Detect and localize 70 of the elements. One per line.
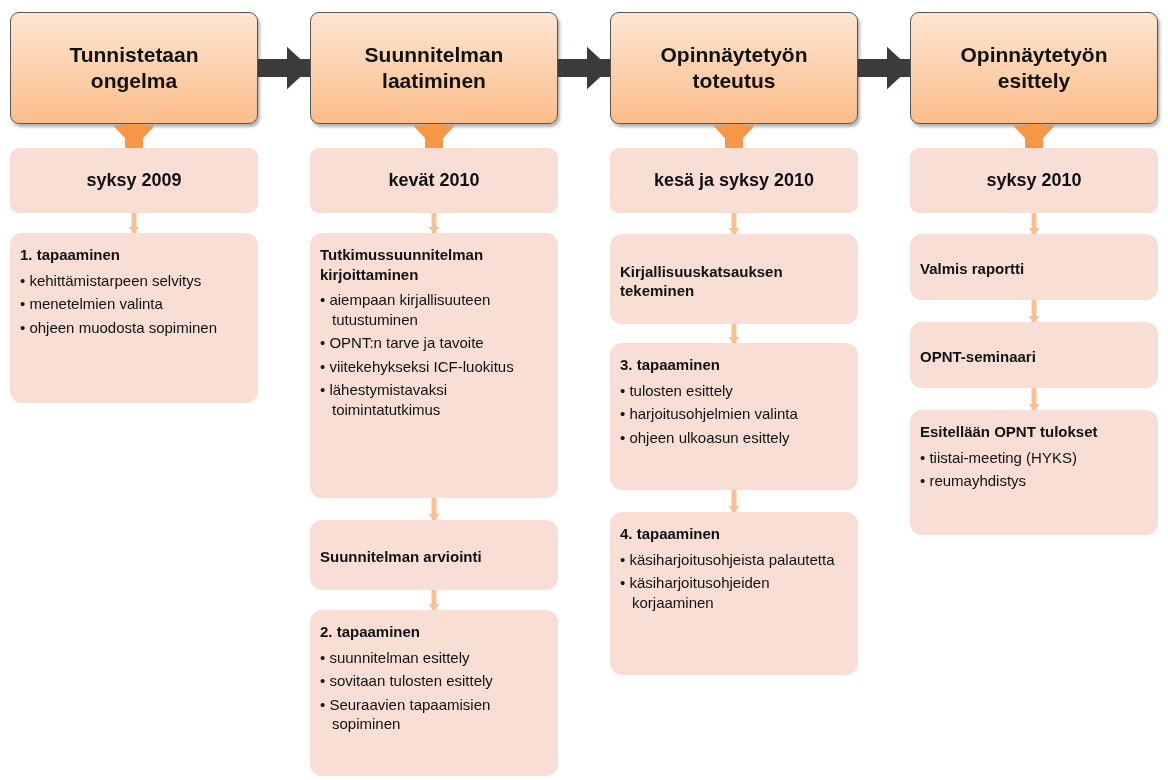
period-label: syksy 2010	[986, 170, 1082, 191]
task-heading: Suunnitelman arviointi	[320, 547, 482, 567]
period-label: kesä ja syksy 2010	[653, 170, 815, 191]
bullet-item: • menetelmien valinta	[20, 294, 164, 314]
phase-box	[610, 12, 858, 124]
task-box	[310, 233, 558, 498]
period-box	[610, 148, 858, 213]
arrow	[728, 213, 740, 234]
bullet-item: • käsiharjoitusohjeista palautetta	[620, 549, 836, 569]
task-heading: Tutkimussuunnitelman kirjoittaminen	[320, 245, 485, 284]
arrow	[412, 124, 456, 148]
task-box	[910, 234, 1158, 300]
bullet-item: • reumayhdistys	[920, 471, 1028, 491]
arrow	[128, 213, 140, 233]
phase-title: Suunnitelman laatiminen	[363, 41, 505, 94]
period-box	[10, 148, 258, 213]
bullet-item: • harjoitusohjelmien valinta	[620, 404, 799, 424]
period-box	[910, 148, 1158, 213]
bullet-item: • tiistai-meeting (HYKS)	[920, 447, 1078, 467]
arrow	[728, 324, 740, 343]
task-heading: Esitellään OPNT tulokset	[920, 422, 1099, 442]
phase-box	[910, 12, 1158, 124]
task-box	[10, 233, 258, 403]
arrow	[858, 46, 910, 90]
arrow	[112, 124, 156, 148]
arrow	[428, 498, 440, 520]
bullet-item: • Seuraavien tapaamisien sopiminen	[320, 694, 492, 734]
arrow	[558, 46, 610, 90]
task-heading: Kirjallisuuskatsauksen tekeminen	[620, 261, 784, 301]
task-heading: 3. tapaaminen	[620, 355, 722, 375]
task-box	[610, 343, 858, 490]
bullet-item: • tulosten esittely	[620, 380, 734, 400]
bullet-item: • viitekehykseksi ICF-luokitus	[320, 356, 515, 376]
bullet-item: • OPNT:n tarve ja tavoite	[320, 333, 485, 353]
bullet-item: • kehittämistarpeen selvitys	[20, 270, 203, 290]
period-box	[310, 148, 558, 213]
bullet-item: • sovitaan tulosten esittely	[320, 671, 494, 691]
task-box	[910, 322, 1158, 388]
arrow	[1028, 388, 1040, 410]
period-label: kevät 2010	[388, 170, 480, 191]
phase-title: Opinnäytetyön toteutus	[659, 41, 809, 94]
bullet-item: • käsiharjoitusohjeiden korjaaminen	[620, 573, 771, 612]
task-box	[910, 410, 1158, 535]
phase-title: Opinnäytetyön esittely	[959, 41, 1109, 94]
period-label: syksy 2009	[86, 170, 182, 191]
task-heading: Valmis raportti	[920, 259, 1025, 279]
task-heading: 2. tapaaminen	[320, 622, 422, 642]
phase-title: Tunnistetaan ongelma	[68, 41, 200, 94]
task-box	[610, 234, 858, 324]
task-heading: 4. tapaaminen	[620, 524, 722, 544]
arrow	[712, 124, 756, 148]
phase-box	[310, 12, 558, 124]
arrow	[428, 213, 440, 233]
task-heading: OPNT-seminaari	[920, 347, 1036, 367]
arrow	[258, 46, 310, 90]
arrow	[1028, 300, 1040, 322]
bullet-item: • lähestymistavaksi toimintatutkimus	[320, 380, 448, 419]
arrow	[428, 590, 440, 610]
task-heading: 1. tapaaminen	[20, 245, 122, 265]
task-box	[610, 512, 858, 675]
bullet-item: • ohjeen muodosta sopiminen	[20, 317, 219, 337]
phase-box	[10, 12, 258, 124]
task-box	[310, 610, 558, 776]
task-box	[310, 520, 558, 590]
arrow	[1012, 124, 1056, 148]
bullet-item: • suunnitelman esittely	[320, 647, 471, 667]
arrow	[1028, 213, 1040, 234]
bullet-item: • ohjeen ulkoasun esittely	[620, 427, 791, 447]
arrow	[728, 490, 740, 512]
bullet-item: • aiempaan kirjallisuuteen tutustuminen	[320, 290, 492, 329]
